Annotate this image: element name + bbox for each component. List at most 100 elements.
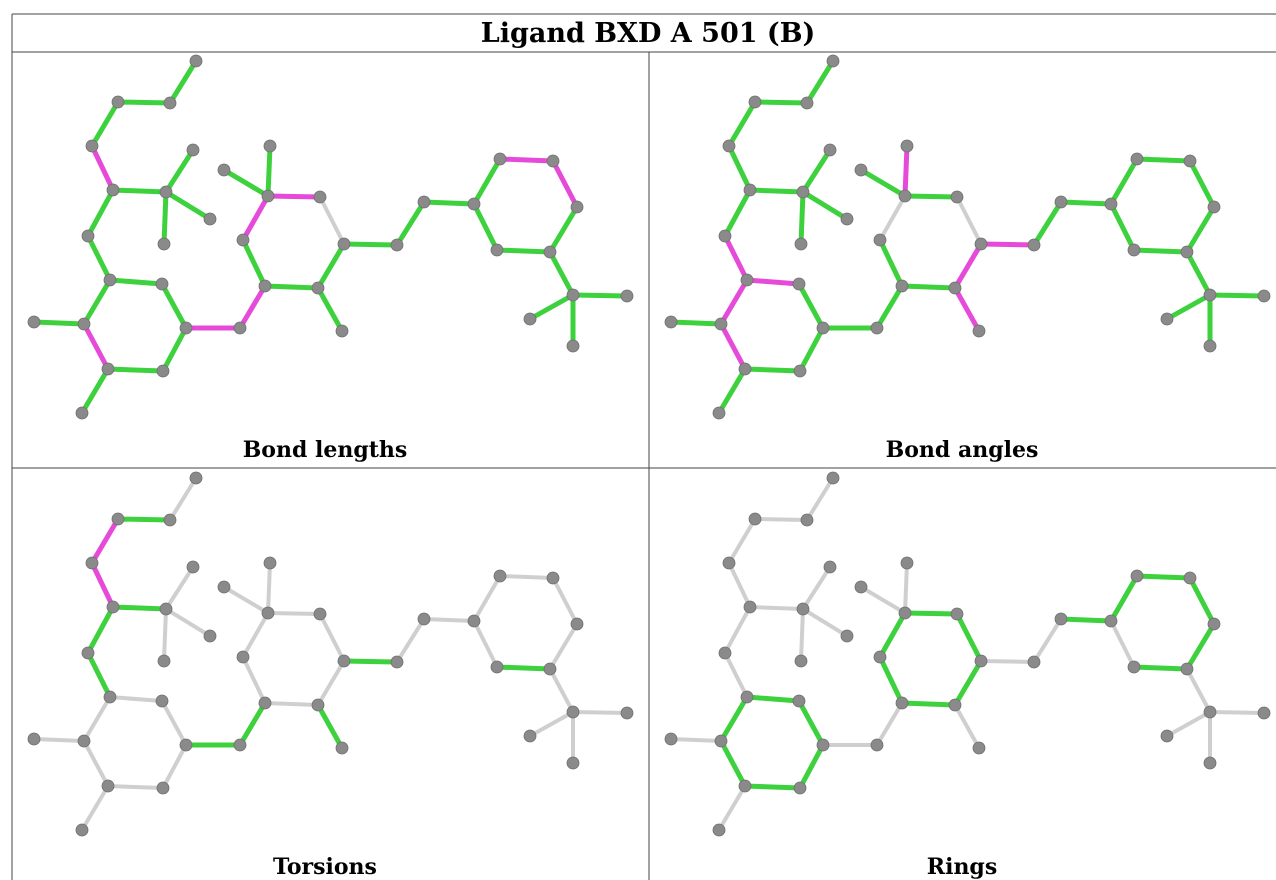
atom <box>263 139 277 153</box>
atom <box>870 321 884 335</box>
atom <box>335 324 349 338</box>
atom <box>337 654 351 668</box>
atom <box>796 185 810 199</box>
bond-neutral <box>571 710 629 715</box>
atom <box>179 738 193 752</box>
atom <box>898 189 912 203</box>
atom <box>1207 617 1221 631</box>
atom <box>1203 756 1217 770</box>
atom <box>738 779 752 793</box>
atom <box>77 317 91 331</box>
atom <box>1027 238 1041 252</box>
bond-neutral <box>1165 710 1212 738</box>
bond-outlier <box>89 560 116 610</box>
bond-ok <box>800 147 833 195</box>
bond-neutral <box>263 701 320 707</box>
bond-neutral <box>799 607 805 663</box>
atom <box>950 607 964 621</box>
bond-outlier <box>240 193 271 243</box>
atom <box>566 288 580 302</box>
atom <box>870 738 884 752</box>
atom <box>1160 729 1174 743</box>
bond-ok <box>221 167 271 199</box>
atom <box>1183 154 1197 168</box>
bond-neutral <box>801 607 849 638</box>
bond-ok <box>877 654 905 706</box>
bond-ok <box>394 199 427 248</box>
atom <box>1183 571 1197 585</box>
bond-neutral <box>318 195 346 246</box>
atom <box>566 756 580 770</box>
atom <box>948 281 962 295</box>
atom <box>101 362 115 376</box>
bond-ok <box>1184 249 1213 298</box>
atom <box>1127 660 1141 674</box>
atom <box>467 614 481 628</box>
atom <box>718 646 732 660</box>
bond-ok <box>421 199 477 207</box>
atom <box>179 321 193 335</box>
bond-ok <box>796 281 826 331</box>
atom <box>85 139 99 153</box>
atom <box>823 143 837 157</box>
atom <box>27 732 41 746</box>
atom <box>75 823 89 837</box>
bond-ok <box>752 99 810 106</box>
rings-bonds <box>669 476 1266 832</box>
bond-neutral <box>859 585 907 615</box>
atom <box>570 617 584 631</box>
atom <box>895 696 909 710</box>
atom <box>900 139 914 153</box>
bond-neutral <box>717 784 747 832</box>
bond-outlier <box>81 321 111 372</box>
atom <box>1257 289 1271 303</box>
bond-ok <box>874 283 905 331</box>
panel-bond-lengths: Bond lengths <box>27 54 634 463</box>
atom <box>793 781 807 795</box>
atom <box>155 277 169 291</box>
bond-ok <box>718 738 748 789</box>
bond-neutral <box>241 655 267 705</box>
atom <box>714 734 728 748</box>
bond-ok <box>804 58 836 106</box>
bond-ok <box>902 193 960 200</box>
atom <box>823 560 837 574</box>
bond-neutral <box>1109 619 1136 669</box>
bond-outlier <box>497 156 556 164</box>
bond-ok <box>471 156 503 207</box>
atom <box>1054 612 1068 626</box>
atom <box>566 705 580 719</box>
caption-bond-lengths: Bond lengths <box>243 437 408 463</box>
bond-lengths-bonds <box>31 58 630 416</box>
bond-ok <box>167 58 199 106</box>
bond-neutral <box>80 784 110 832</box>
atom <box>816 738 830 752</box>
bond-ok <box>1108 573 1140 624</box>
atom <box>1104 197 1118 211</box>
bond-ok <box>1134 156 1193 164</box>
atom <box>103 690 117 704</box>
bond-neutral <box>161 743 188 790</box>
atom <box>748 95 762 109</box>
atom <box>490 660 504 674</box>
bond-ok <box>1187 158 1217 210</box>
bond-neutral <box>528 710 575 738</box>
bond-neutral <box>748 605 805 611</box>
bond-ok <box>800 189 850 222</box>
bond-ok <box>110 187 169 195</box>
atom <box>620 289 634 303</box>
bond-neutral <box>32 737 86 743</box>
atom <box>1257 706 1271 720</box>
atom <box>106 183 120 197</box>
bond-neutral <box>727 561 752 609</box>
atom <box>186 560 200 574</box>
atom <box>101 779 115 793</box>
bond-neutral <box>164 607 212 638</box>
bond-ok <box>668 319 724 327</box>
bond-neutral <box>422 617 476 623</box>
bond-neutral <box>801 565 832 611</box>
atom <box>546 571 560 585</box>
bond-ok <box>899 283 958 291</box>
bond-ok <box>110 604 169 612</box>
bond-ok <box>1207 292 1267 299</box>
